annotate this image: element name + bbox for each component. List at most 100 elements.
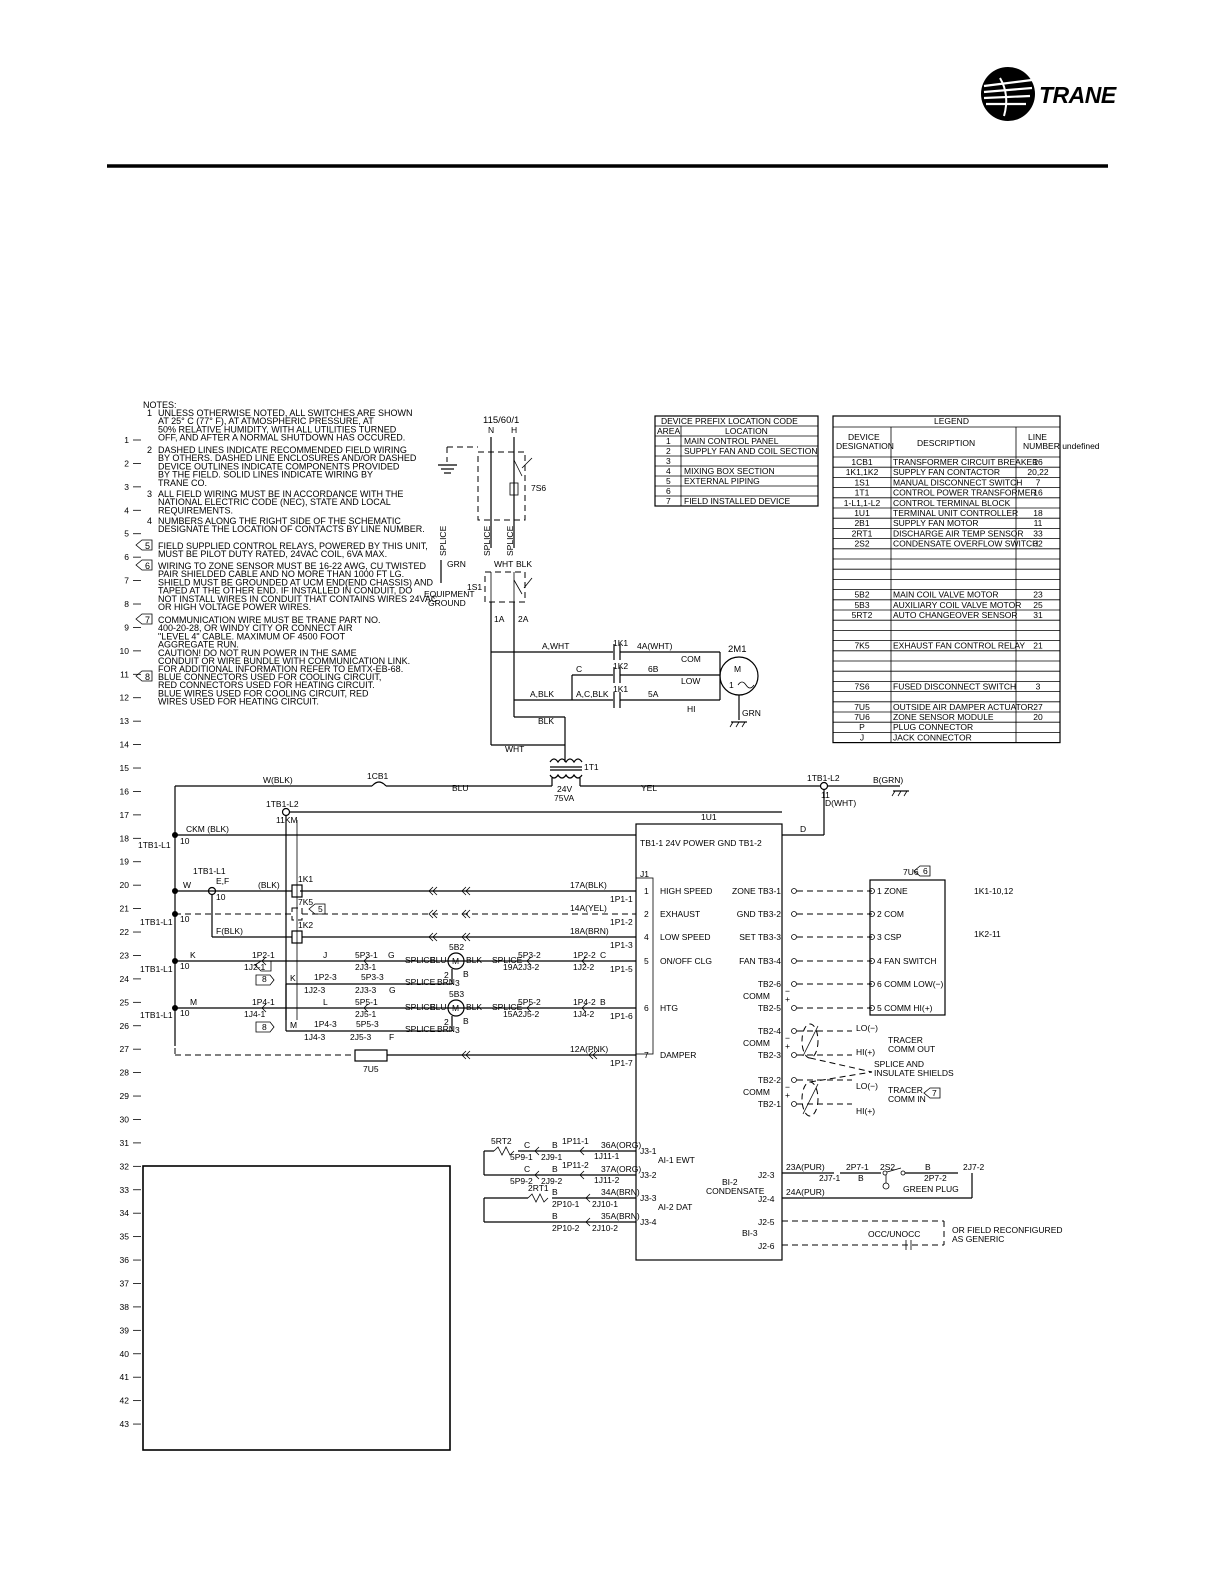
prefix-row-area: 5: [666, 476, 671, 486]
j4-2: 1J4-2: [573, 1009, 595, 1019]
legend-device: J: [860, 732, 864, 742]
zone-terminal: 6 COMM LOW(−): [877, 979, 944, 989]
generic-1: OR FIELD RECONFIGURED: [952, 1225, 1063, 1235]
motor-low: LOW: [681, 676, 700, 686]
wire-awht: A,WHT: [542, 641, 569, 651]
splice-3: SPLICE: [505, 525, 515, 556]
output-label: ON/OFF CLG: [660, 956, 712, 966]
blu-a: BLU: [430, 955, 447, 965]
legend-description: CONTROL POWER TRANSFORMER: [893, 488, 1037, 498]
ladder-w: W: [183, 880, 191, 890]
note-number: 7: [145, 615, 150, 625]
legend-line-number: 16: [1033, 488, 1043, 498]
tb2-terminal: TB2-1: [758, 1099, 781, 1109]
note-ref-6: 6: [923, 866, 928, 876]
note-text: "LEVEL 4" CABLE. MAXIMUM OF 4500 FOOT: [158, 631, 346, 641]
blk-a: BLK: [466, 955, 482, 965]
j2-3: 1J2-3: [304, 985, 326, 995]
legend-description: SUPPLY FAN CONTACTOR: [893, 467, 1000, 477]
line-number: 34: [120, 1208, 130, 1218]
motor-hi: HI: [687, 704, 696, 714]
line-number: 9: [124, 622, 129, 632]
j5-1: 2J5-1: [355, 1009, 377, 1019]
note-text: 400-20-28, OR WINDY CITY OR CONNECT AIR: [158, 623, 353, 633]
wire-12a: 12A(PNK): [570, 1044, 608, 1054]
note-text: PAIR SHIELDED CABLE AND NO MORE THAN 100…: [158, 569, 404, 579]
bi2-label: BI-2: [722, 1177, 738, 1187]
supply-h: H: [511, 425, 517, 435]
line-number: 23: [120, 950, 130, 960]
controller-name: 1U1: [701, 812, 717, 822]
note-ref-8a: 8: [262, 974, 267, 984]
ladder-m: M: [190, 997, 197, 1007]
line-number: 14: [120, 740, 130, 750]
p3-2: 5P3-2: [518, 950, 541, 960]
j9-2: 2J9-2: [541, 1176, 563, 1186]
tb3-terminal: FAN TB3-4: [739, 956, 781, 966]
legend-device: 1CB1: [851, 457, 873, 467]
wire-ckm: CKM (BLK): [186, 824, 229, 834]
legend-device: 7S6: [854, 681, 869, 691]
splice-e: SPLICE: [492, 1002, 523, 1012]
j4-3: 1J4-3: [304, 1032, 326, 1042]
p4-1: 1P4-1: [252, 997, 275, 1007]
legend-device: 7U5: [854, 702, 870, 712]
p5-3: 5P5-3: [356, 1019, 379, 1029]
comm-label: COMM: [743, 1038, 770, 1048]
legend-line-number: 11: [1034, 518, 1043, 528]
p5-2: 5P5-2: [518, 997, 541, 1007]
note-text: DASHED LINES INDICATE RECOMMENDED FIELD …: [158, 445, 407, 455]
prefix-table-title: DEVICE PREFIX LOCATION CODE: [661, 416, 798, 426]
zone-terminal: 2 COM: [877, 909, 904, 919]
splice-c: SPLICE: [405, 977, 436, 987]
note-text: TAPED AT THE OTHER END. IF INSTALLED IN …: [158, 586, 412, 596]
wire-18a: 18A(BRN): [570, 926, 609, 936]
relay-1k2: 1K2: [298, 920, 313, 930]
output-pin: 6: [644, 1003, 649, 1013]
legend-description: AUXILIARY COIL VALVE MOTOR: [893, 600, 1021, 610]
zone-terminal: 1 ZONE: [877, 886, 908, 896]
j3-3: 2J3-3: [355, 985, 377, 995]
tb1-l1-18-num: 10: [180, 836, 190, 846]
tb2-terminal: TB2-6: [758, 979, 781, 989]
p2-1: 1P2-1: [252, 950, 275, 960]
legend-device: 1T1: [855, 488, 870, 498]
wire-2a: 2A: [518, 614, 529, 624]
p10-2: 2P10-2: [552, 1223, 580, 1233]
brn-b: BRN: [437, 1024, 455, 1034]
tracer-in-1: TRACER: [888, 1085, 923, 1095]
line-number: 37: [120, 1278, 130, 1288]
line-number: 17: [120, 810, 130, 820]
ladder-c: C: [600, 950, 606, 960]
tb1-l2-label: 1TB1-L2: [807, 773, 840, 783]
tb-11km: 11KM: [276, 815, 298, 825]
line-number: 43: [120, 1419, 130, 1429]
j2-2: 1J2-2: [573, 962, 595, 972]
note-text: CAUTION! DO NOT RUN POWER IN THE SAME: [158, 648, 357, 658]
disconnect-label: 7S6: [531, 483, 546, 493]
k1-label-bot: 1K1: [613, 684, 628, 694]
input-label: AI-1 EWT: [658, 1155, 695, 1165]
green-plug: GREEN PLUG: [903, 1184, 959, 1194]
line-number: 1: [124, 435, 129, 445]
zone-note-2: 1K2-11: [974, 929, 1001, 939]
prefix-row-area: 2: [666, 446, 671, 456]
j3-1: 2J3-1: [355, 962, 377, 972]
line-number: 21: [120, 904, 130, 914]
note-ref-box: [135, 613, 153, 625]
legend-line-number: 25: [1033, 600, 1043, 610]
j71-label: 2J7-1: [819, 1173, 841, 1183]
ground-label-2: GROUND: [428, 598, 466, 608]
j3-2: 2J3-2: [518, 962, 540, 972]
note-text: ALL FIELD WIRING MUST BE IN ACCORDANCE W…: [158, 489, 403, 499]
splice-d: SPLICE: [405, 1002, 436, 1012]
splice-b: SPLICE: [492, 955, 523, 965]
line-number: 18: [120, 833, 130, 843]
switch-2s2: 2S2: [880, 1162, 895, 1172]
note-text: CONDUIT OR WIRE BUNDLE WITH COMMUNICATIO…: [158, 656, 410, 666]
output-pin: 1: [644, 886, 649, 896]
note-text: AT 25° C (77° F), AT ATMOSPHERIC PRESSUR…: [158, 416, 374, 426]
prefix-header-area: AREA: [657, 426, 680, 436]
